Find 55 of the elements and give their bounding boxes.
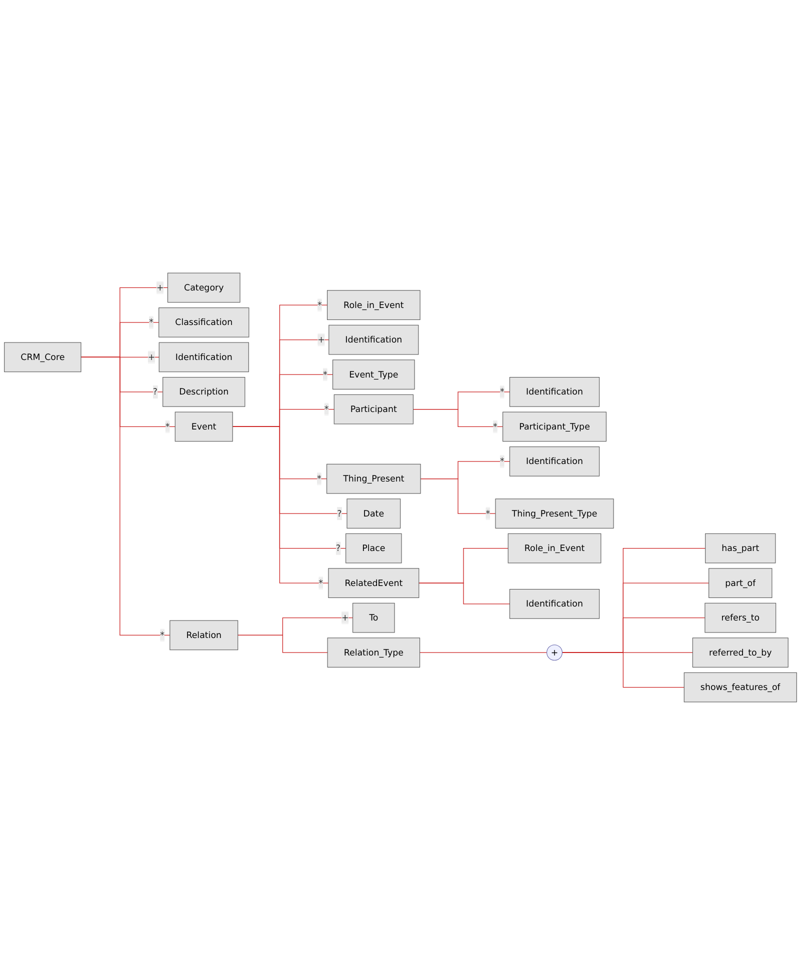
edge-label: *: [317, 300, 322, 310]
node-box: has_part: [705, 533, 776, 564]
edge-label: *: [500, 456, 504, 466]
node-box: Identification: [328, 324, 419, 355]
connector: [412, 408, 504, 427]
node-box: Thing_Present_Type: [495, 498, 614, 528]
connector: [418, 582, 510, 604]
node-box: Identification: [158, 342, 249, 372]
node-box: CRM_Core: [4, 342, 82, 372]
node-box: Role_in_Event: [327, 290, 420, 320]
edge-label: *: [493, 421, 498, 432]
node-box: Place: [346, 533, 402, 564]
edge-label: ?: [152, 386, 158, 397]
connector: [232, 426, 329, 584]
edge-label: +: [318, 334, 325, 345]
edge-label: *: [324, 404, 329, 414]
node-box: Category: [167, 272, 240, 303]
node-box: Identification: [509, 377, 600, 407]
connector: [562, 652, 684, 688]
edge-label: ?: [337, 508, 342, 518]
node-box: Relation_Type: [327, 638, 420, 668]
node-box: Participant: [334, 394, 414, 424]
node-box: Identification: [509, 446, 600, 476]
edge-label: *: [160, 630, 164, 640]
node-box: To: [352, 602, 395, 633]
edge-label: *: [318, 578, 323, 588]
node-box: Event: [174, 412, 233, 442]
node-box: refers_to: [704, 602, 776, 633]
connector: [238, 634, 328, 653]
edge-label: +: [156, 282, 164, 293]
node-box: RelatedEvent: [328, 568, 420, 598]
edge-label: *: [486, 508, 490, 518]
node-box: Relation: [170, 620, 238, 650]
node-box: Classification: [158, 308, 250, 338]
node-box: shows_features_of: [684, 672, 797, 702]
node-box: Participant_Type: [502, 412, 606, 442]
connector: [420, 478, 496, 514]
edge-label: *: [165, 421, 170, 432]
edge-label: *: [149, 317, 154, 328]
node-box: Date: [346, 498, 401, 528]
edge-label: *: [500, 386, 504, 397]
connector: [419, 652, 548, 653]
edge-label: *: [323, 369, 328, 380]
node-box: referred_to_by: [692, 638, 788, 668]
node-box: Role_in_Event: [508, 533, 602, 564]
edge-label: ?: [336, 542, 341, 554]
edge-label: +: [342, 612, 349, 623]
node-box: part_of: [708, 568, 772, 598]
node-box: Description: [162, 377, 246, 407]
node-box: Identification: [509, 588, 600, 619]
node-box: Thing_Present: [326, 464, 421, 494]
edge-label: +: [148, 352, 156, 362]
node-box: Event_Type: [332, 360, 415, 390]
edge-label: *: [317, 473, 322, 484]
node-circle: +: [546, 644, 562, 661]
